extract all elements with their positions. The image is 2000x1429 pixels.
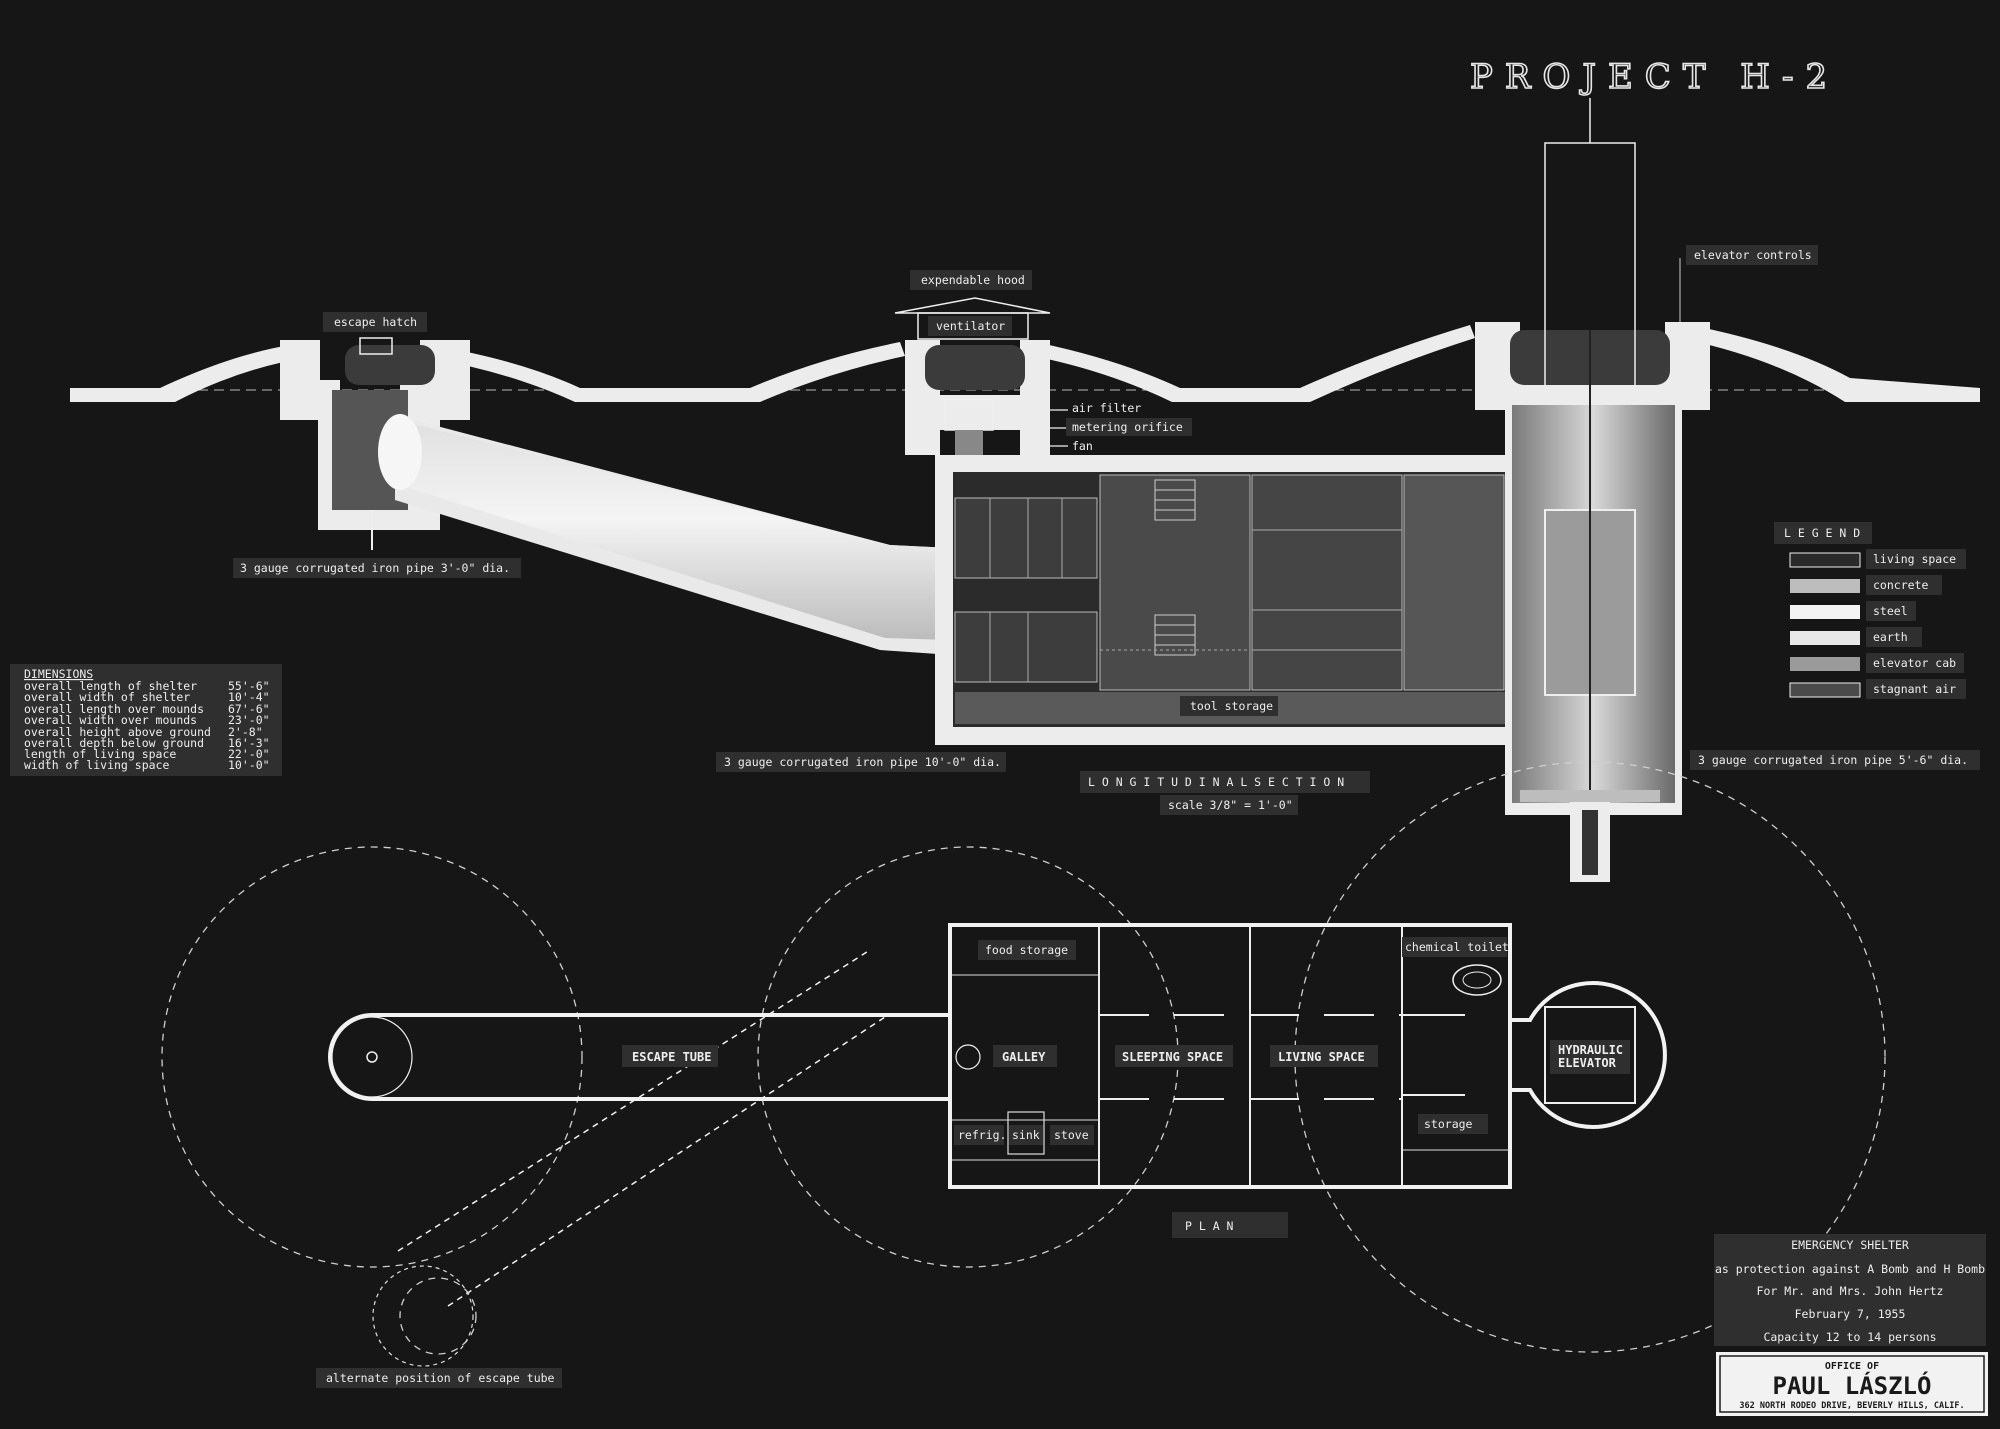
legend-label-0: living space xyxy=(1873,552,1956,566)
dim-label-0: overall length of shelter xyxy=(24,679,197,693)
title-block-line5: Capacity 12 to 14 persons xyxy=(1763,1330,1936,1344)
legend: L E G E N D living space concrete steel … xyxy=(1774,522,1966,699)
office-address: 362 NORTH RODEO DRIVE, BEVERLY HILLS, CA… xyxy=(1739,1401,1964,1411)
escape-pipe-end xyxy=(378,414,422,490)
legend-swatch-3 xyxy=(1790,631,1860,645)
title-block: EMERGENCY SHELTER as protection against … xyxy=(1714,1234,1986,1346)
legend-swatch-2 xyxy=(1790,605,1860,619)
section-compartments xyxy=(954,474,1505,724)
earth-mound-1 xyxy=(428,342,905,402)
dim-label-4: overall height above ground xyxy=(24,725,211,739)
dimensions-heading: DIMENSIONS xyxy=(24,667,93,681)
office-label: OFFICE OF xyxy=(1825,1361,1879,1372)
section-title: L O N G I T U D I N A L S E C T I O N xyxy=(1088,775,1344,789)
dim-value-7: 10'-0" xyxy=(228,758,270,772)
label-escape-tube: ESCAPE TUBE xyxy=(632,1050,711,1064)
dim-label-5: overall depth below ground xyxy=(24,736,204,750)
elevator-cab-plan xyxy=(1544,1006,1636,1104)
elevator-base xyxy=(1520,790,1660,802)
ventilator-cap xyxy=(925,345,1025,390)
label-tool-storage: tool storage xyxy=(1190,699,1273,713)
elevator-plan-outline xyxy=(1510,981,1667,1129)
dim-value-1: 10'-4" xyxy=(228,690,270,704)
label-fan: fan xyxy=(1072,439,1093,453)
ventilator-housing xyxy=(905,340,1050,455)
longitudinal-section xyxy=(70,98,1980,882)
toilet-symbol xyxy=(1452,964,1502,996)
expendable-hood-box xyxy=(917,312,1029,340)
dim-value-0: 55'-6" xyxy=(228,679,270,693)
legend-swatch-4 xyxy=(1790,657,1860,671)
section-labels: escape hatch expendable hood ventilator … xyxy=(233,245,1980,815)
label-hydraulic: HYDRAULIC xyxy=(1558,1043,1623,1057)
dim-label-7: width of living space xyxy=(24,758,169,772)
dim-value-4: 2'-8" xyxy=(228,725,263,739)
title-block-line4: February 7, 1955 xyxy=(1795,1307,1906,1321)
label-living-space: LIVING SPACE xyxy=(1278,1050,1365,1064)
dim-label-3: overall width over mounds xyxy=(24,713,197,727)
label-chemical-toilet: chemical toilet xyxy=(1405,940,1509,954)
dim-value-6: 22'-0" xyxy=(228,747,270,761)
earth-mound-2 xyxy=(1038,325,1475,402)
escape-hatch-lid xyxy=(345,345,435,385)
legend-swatch-5 xyxy=(1789,682,1861,698)
label-refrig: refrig. xyxy=(958,1128,1006,1142)
label-alternate-position: alternate position of escape tube xyxy=(326,1371,555,1385)
label-pipe-small: 3 gauge corrugated iron pipe 3'-0" dia. xyxy=(240,561,510,575)
title-block-line1: EMERGENCY SHELTER xyxy=(1791,1238,1909,1252)
mound-circle-escape xyxy=(161,846,583,1268)
legend-label-5: stagnant air xyxy=(1873,682,1956,696)
office-name: PAUL LÁSZLÓ xyxy=(1773,1370,1932,1400)
label-sink: sink xyxy=(1012,1128,1040,1142)
alternate-hatch-circle xyxy=(399,1277,477,1355)
dim-value-3: 23'-0" xyxy=(228,713,270,727)
earth-mounds xyxy=(70,345,310,402)
section-scale: scale 3/8" = 1'-0" xyxy=(1168,798,1293,812)
label-expendable-hood: expendable hood xyxy=(921,273,1025,287)
label-galley: GALLEY xyxy=(1002,1050,1046,1064)
office-stamp: OFFICE OF PAUL LÁSZLÓ 362 NORTH RODEO DR… xyxy=(1716,1352,1988,1416)
dimensions-table: DIMENSIONS overall length of shelter 55'… xyxy=(10,664,282,776)
dim-label-6: length of living space xyxy=(24,747,176,761)
title-block-line3: For Mr. and Mrs. John Hertz xyxy=(1757,1284,1944,1298)
label-food-storage: food storage xyxy=(985,943,1068,957)
label-elevator: ELEVATOR xyxy=(1558,1056,1617,1070)
legend-swatch-1 xyxy=(1790,579,1860,593)
escape-hatch-plan xyxy=(331,1016,413,1098)
legend-label-3: earth xyxy=(1873,630,1908,644)
title-block-line2: as protection against A Bomb and H Bomb xyxy=(1715,1262,1985,1276)
label-sleeping-space: SLEEPING SPACE xyxy=(1122,1050,1223,1064)
legend-swatch-0 xyxy=(1789,552,1861,568)
escape-tube-plan xyxy=(328,1013,950,1101)
dim-label-2: overall length over mounds xyxy=(24,702,204,716)
project-title: PROJECT H-2 xyxy=(1470,57,1839,97)
label-elevator-controls: elevator controls xyxy=(1694,248,1812,262)
legend-heading: L E G E N D xyxy=(1784,526,1860,540)
label-air-filter: air filter xyxy=(1072,401,1141,415)
label-stove: stove xyxy=(1054,1128,1089,1142)
label-ventilator: ventilator xyxy=(936,319,1005,333)
label-pipe-large: 3 gauge corrugated iron pipe 10'-0" dia. xyxy=(724,755,1001,769)
plan-labels: food storage chemical toilet ESCAPE TUBE… xyxy=(316,937,1630,1388)
dim-value-5: 16'-3" xyxy=(228,736,270,750)
legend-label-1: concrete xyxy=(1873,578,1928,592)
legend-label-4: elevator cab xyxy=(1873,656,1956,670)
plan-outline xyxy=(948,923,1512,1189)
dim-label-1: overall width of shelter xyxy=(24,690,190,704)
dim-value-2: 67'-6" xyxy=(228,702,270,716)
legend-label-2: steel xyxy=(1873,604,1908,618)
plan-title: P L A N xyxy=(1185,1219,1234,1233)
earth-mound-3 xyxy=(1688,325,1980,402)
escape-hatch-ladder-top xyxy=(359,337,393,355)
escape-pipe xyxy=(389,420,950,640)
label-storage: storage xyxy=(1424,1117,1473,1131)
label-metering-orifice: metering orifice xyxy=(1072,420,1183,434)
label-escape-hatch: escape hatch xyxy=(334,315,417,329)
label-pipe-elevator: 3 gauge corrugated iron pipe 5'-6" dia. xyxy=(1698,753,1968,767)
